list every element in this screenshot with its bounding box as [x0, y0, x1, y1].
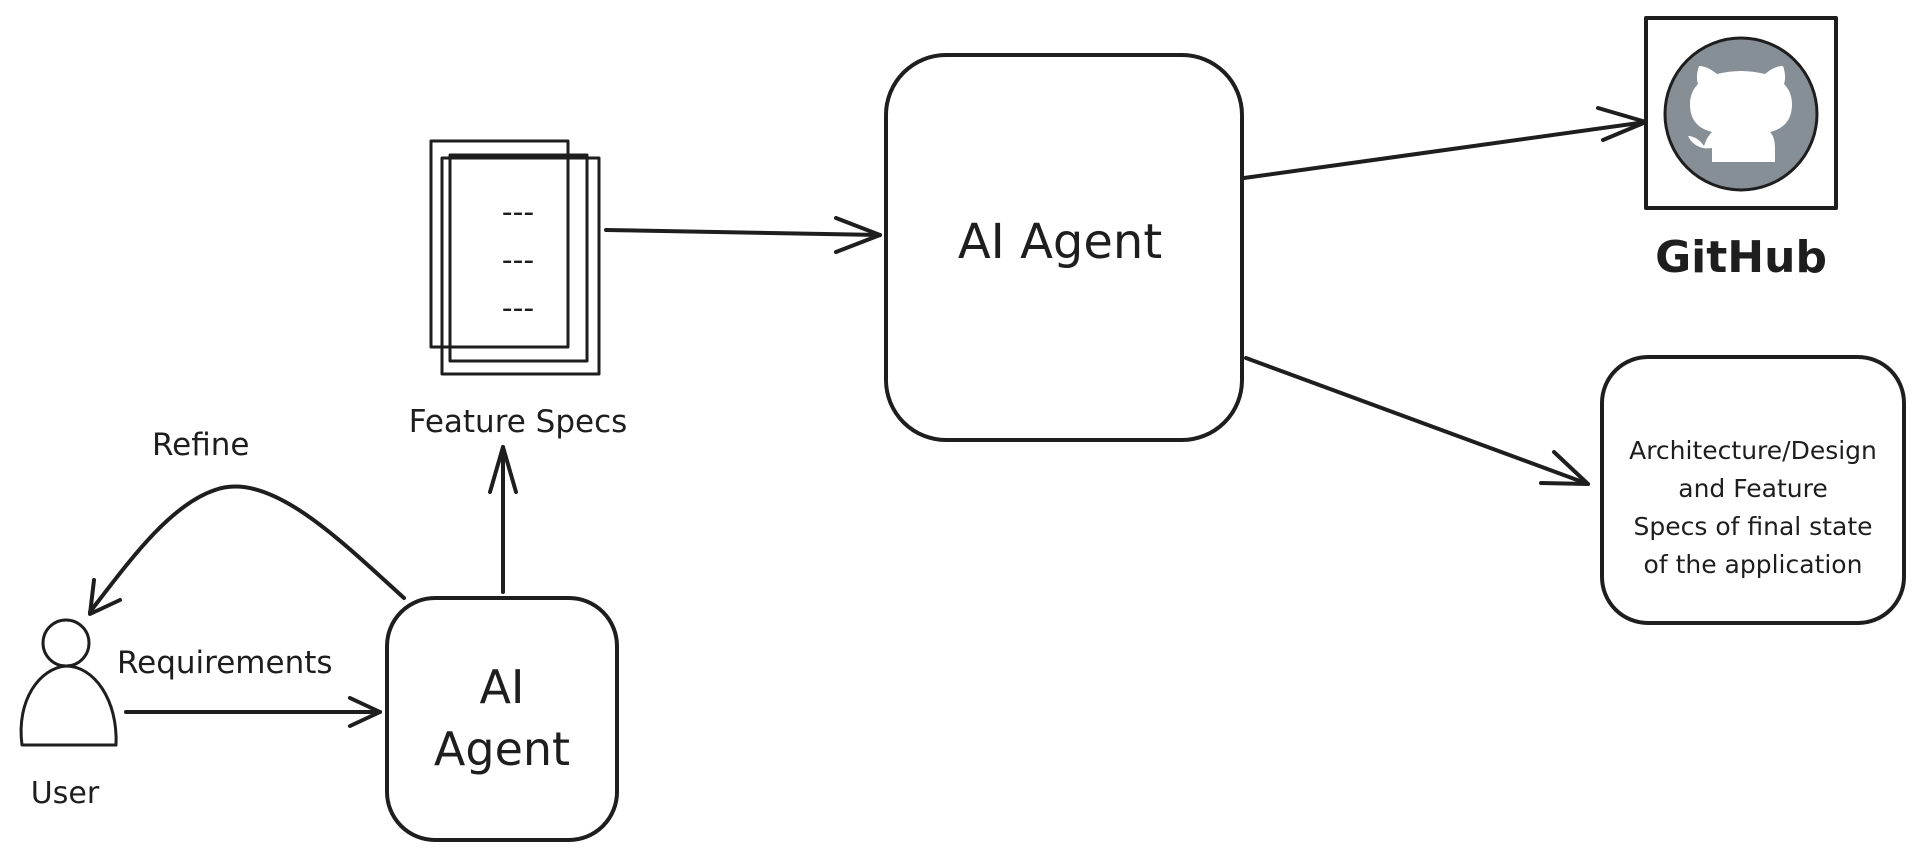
github-node[interactable]: GitHub: [1644, 16, 1838, 283]
small-ai-agent-label-line1: AI: [479, 660, 524, 714]
agent-to-github-arrow: [1242, 120, 1648, 180]
final-state-box: [1600, 355, 1906, 625]
small-ai-agent-label-line2: Agent: [434, 722, 570, 776]
specs-up-arrowhead: [488, 445, 518, 494]
user-node[interactable]: User: [19, 618, 118, 811]
final-state-line-4: of the application: [1644, 550, 1863, 579]
main-ai-agent-label: AI Agent: [958, 214, 1162, 270]
refine-edge: Refine: [88, 427, 406, 616]
user-label: User: [31, 776, 100, 811]
spec-line-3: ---: [502, 291, 534, 326]
agent-to-final-state-arrowhead: [1539, 450, 1590, 486]
requirements-arrowhead: [348, 696, 382, 728]
agent-to-final-state-arrow: [1244, 356, 1590, 486]
refine-label: Refine: [152, 427, 249, 463]
final-state-node[interactable]: Architecture/Design and Feature Specs of…: [1600, 355, 1906, 625]
small-ai-agent-node[interactable]: AI Agent: [385, 596, 619, 842]
final-state-line-3: Specs of final state: [1633, 512, 1872, 541]
final-state-line-2: and Feature: [1678, 474, 1827, 503]
document-stack-icon: [429, 139, 601, 376]
specs-to-agent-arrowhead: [834, 216, 882, 254]
github-frame: [1644, 16, 1838, 210]
github-label: GitHub: [1655, 232, 1827, 283]
final-state-line-1: Architecture/Design: [1629, 436, 1877, 465]
user-icon: [19, 618, 118, 747]
spec-line-1: ---: [502, 195, 534, 230]
agent-to-github-edge: [1242, 106, 1648, 180]
requirements-label: Requirements: [117, 645, 333, 681]
main-ai-agent-node[interactable]: AI Agent: [884, 53, 1244, 442]
agent-to-final-state-edge: [1244, 356, 1590, 486]
refine-arrow: [88, 484, 406, 614]
github-octocat-icon: [1663, 36, 1819, 192]
feature-specs-node[interactable]: --- --- --- Feature Specs: [409, 139, 628, 440]
specs-to-agent-edge: [604, 216, 882, 254]
main-ai-agent-box: [884, 53, 1244, 442]
small-ai-agent-box: [385, 596, 619, 842]
spec-line-2: ---: [502, 243, 534, 278]
refine-arrowhead: [88, 578, 122, 616]
feature-specs-label: Feature Specs: [409, 404, 628, 440]
specs-to-agent-arrow: [604, 228, 882, 237]
specs-up-edge: [488, 445, 518, 594]
requirements-edge: Requirements: [117, 645, 382, 728]
